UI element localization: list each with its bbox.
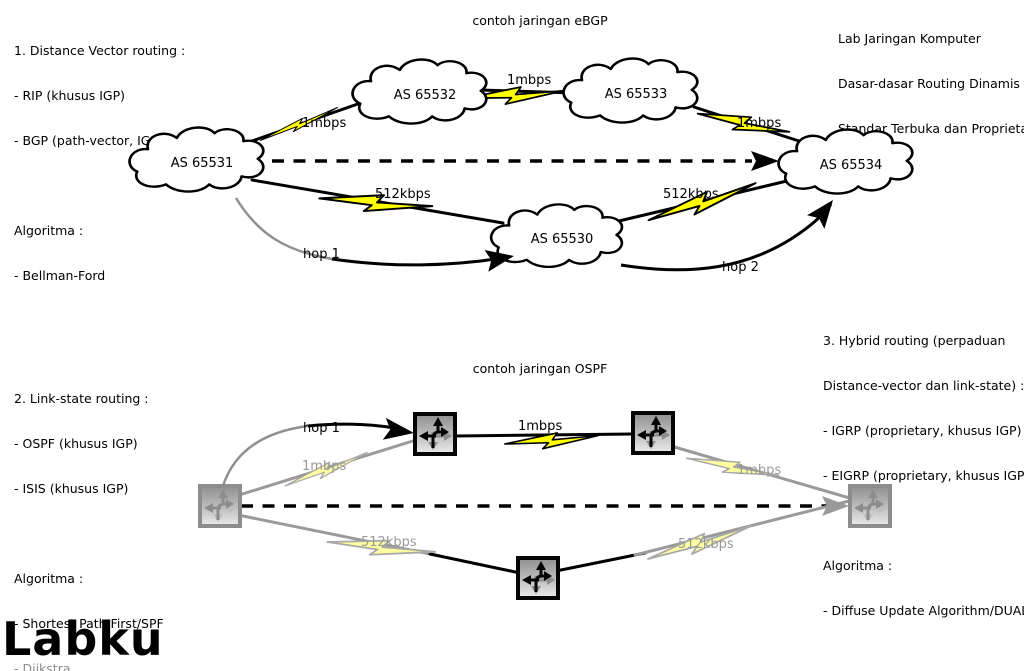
link-line xyxy=(428,552,522,575)
as-cloud: AS 65532 xyxy=(351,58,488,125)
lab-info-line: Dasar-dasar Routing Dinamis xyxy=(838,76,1020,91)
link-speed-label: 1mbps xyxy=(737,463,781,478)
ebgp-diagram: AS 65531 AS 65532 AS 65533 AS 65534 AS 6… xyxy=(128,57,914,275)
note-title: 1. Distance Vector routing : xyxy=(14,43,186,58)
hop-label: hop 2 xyxy=(722,260,759,275)
note-algo-title: Algoritma : xyxy=(14,223,84,238)
link-speed-label: 1mbps xyxy=(302,116,346,131)
as-cloud: AS 65531 xyxy=(128,126,265,193)
note-hybrid: 3. Hybrid routing (perpaduan Distance-ve… xyxy=(823,303,1024,648)
arrowhead-icon xyxy=(822,496,849,516)
arrowhead-icon xyxy=(382,417,414,440)
ospf-diagram: hop 1 1mbps 1mbps 1mbps 512kbps 512kbps xyxy=(198,411,892,600)
link-speed-label: 1mbps xyxy=(518,419,562,434)
link-speed-label: 512kbps xyxy=(678,537,734,552)
link-speed-label: 1mbps xyxy=(302,459,346,474)
note-line-gray: - Dijkstra xyxy=(14,661,71,671)
link-speed-label: 1mbps xyxy=(507,73,551,88)
router-icon xyxy=(631,411,675,455)
link-speed-label: 512kbps xyxy=(663,187,719,202)
note-line: - IGRP (proprietary, khusus IGP) xyxy=(823,423,1022,438)
hop-label: hop 1 xyxy=(303,421,340,436)
as-cloud: AS 65533 xyxy=(562,57,699,124)
watermark-logo: Labku xyxy=(2,612,164,666)
ebgp-title: contoh jaringan eBGP xyxy=(472,13,608,28)
note-link-state: 2. Link-state routing : - OSPF (khusus I… xyxy=(14,361,164,671)
router-icon xyxy=(413,412,457,456)
as-cloud-label: AS 65531 xyxy=(171,156,234,171)
hop-curve xyxy=(331,256,504,267)
note-line: - Shortest Path First/SPF xyxy=(14,616,164,631)
note-line: - Bellman-Ford xyxy=(14,268,106,283)
router-icon xyxy=(198,484,242,528)
router-icon xyxy=(848,484,892,528)
note-title: 2. Link-state routing : xyxy=(14,391,149,406)
note-line: - OSPF (khusus IGP) xyxy=(14,436,138,451)
note-title: 3. Hybrid routing (perpaduan xyxy=(823,333,1006,348)
note-title: Distance-vector dan link-state) : xyxy=(823,378,1024,393)
hop-curve xyxy=(221,424,309,487)
arrowhead-icon xyxy=(751,151,779,171)
note-line: - RIP (khusus IGP) xyxy=(14,88,126,103)
arrowhead-icon xyxy=(807,200,833,229)
note-line: - EIGRP (proprietary, khusus IGP) xyxy=(823,468,1024,483)
router-icon xyxy=(516,556,560,600)
ospf-title: contoh jaringan OSPF xyxy=(472,361,608,376)
lab-info-line: Lab Jaringan Komputer xyxy=(838,31,981,46)
note-line: - Diffuse Update Algorithm/DUAL xyxy=(823,603,1024,618)
as-cloud-label: AS 65532 xyxy=(394,88,457,103)
hop-curve xyxy=(234,197,333,261)
link-line xyxy=(554,551,647,573)
link-speed-label: 1mbps xyxy=(737,116,781,131)
hop-label: hop 1 xyxy=(303,247,340,262)
link-speed-label: 512kbps xyxy=(375,187,431,202)
note-algo-title: Algoritma : xyxy=(14,571,84,586)
link-speed-label: 512kbps xyxy=(361,535,417,550)
note-algo-title: Algoritma : xyxy=(823,558,893,573)
as-cloud: AS 65534 xyxy=(777,128,914,195)
lab-info: Lab Jaringan Komputer Dasar-dasar Routin… xyxy=(838,1,1024,166)
arrowhead-icon xyxy=(484,250,514,272)
as-cloud-label: AS 65533 xyxy=(605,87,668,102)
note-line: - ISIS (khusus IGP) xyxy=(14,481,129,496)
as-cloud: AS 65530 xyxy=(489,203,624,269)
as-cloud-label: AS 65534 xyxy=(820,158,883,173)
as-cloud-label: AS 65530 xyxy=(531,232,594,247)
